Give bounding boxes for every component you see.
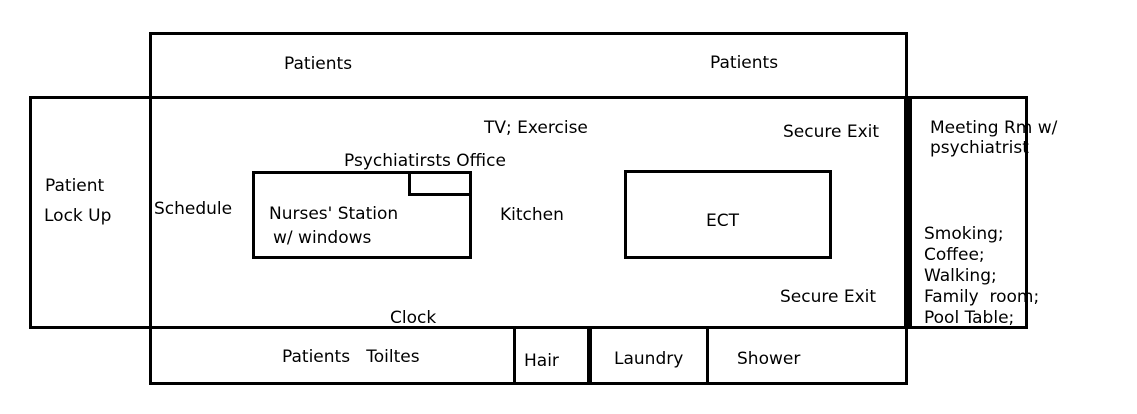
hair-label: Hair (524, 351, 559, 371)
patient-lockup-room (29, 96, 152, 329)
meeting-room-label-line1: Meeting Rm w/ (930, 118, 1058, 138)
main-right-wall (904, 96, 912, 329)
patients-left-label: Patients (284, 54, 353, 74)
secure-exit-bottom-label: Secure Exit (780, 287, 877, 307)
lounge-item-coffee: Coffee; (924, 245, 985, 265)
meeting-room-label-line2: psychiatrist (930, 138, 1029, 158)
psychiatrist-office-label: Psychiatirsts Office (344, 151, 506, 171)
schedule-label: Schedule (154, 199, 233, 219)
kitchen-label: Kitchen (500, 205, 564, 225)
tv-exercise-label: TV; Exercise (484, 118, 588, 138)
patient-lockup-label-line1: Patient (45, 176, 105, 196)
patients-right-label: Patients (710, 53, 779, 73)
laundry-label: Laundry (614, 349, 684, 369)
lounge-item-walking: Walking; (924, 266, 997, 286)
psychiatrist-office-box (408, 171, 472, 196)
shower-label: Shower (737, 349, 801, 369)
lounge-item-pool-table: Pool Table; (924, 308, 1015, 328)
lounge-item-smoking: Smoking; (924, 224, 1004, 244)
nurses-station-box (252, 171, 472, 259)
lounge-item-family-room: Family room; (924, 287, 1040, 307)
laundry-room (589, 326, 709, 385)
clock-label: Clock (390, 308, 437, 328)
patients-toilets-label: Patients Toiltes (282, 347, 420, 367)
nurses-station-label-line1: Nurses' Station (269, 204, 399, 224)
hair-room (513, 326, 590, 385)
ect-label: ECT (706, 211, 739, 231)
nurses-station-label-line2: w/ windows (273, 228, 372, 248)
ect-room-box (624, 170, 832, 259)
secure-exit-top-label: Secure Exit (783, 122, 880, 142)
top-patients-wing (149, 32, 908, 99)
patient-lockup-label-line2: Lock Up (44, 206, 112, 226)
